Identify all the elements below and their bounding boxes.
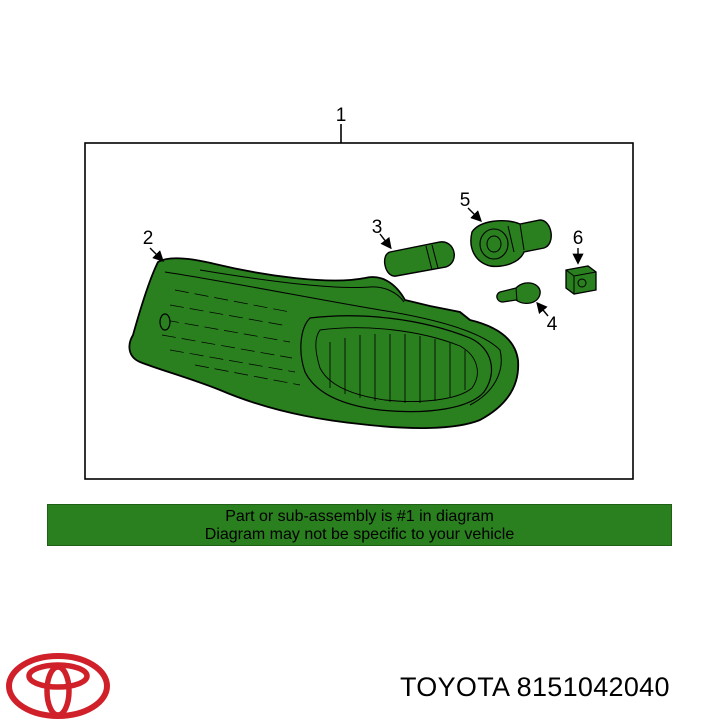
- callout-4-leader: [536, 301, 549, 317]
- bulb-small: [496, 282, 541, 305]
- banner-line-1: Part or sub-assembly is #1 in diagram: [225, 508, 494, 525]
- bulb-socket: [470, 219, 552, 268]
- turn-signal-lamp-housing: [128, 257, 520, 429]
- callout-3-leader: [379, 233, 392, 250]
- callout-2-leader: [149, 247, 164, 262]
- toyota-logo-icon: [6, 653, 110, 719]
- callout-5-leader: [467, 207, 482, 222]
- callout-4: 4: [547, 314, 558, 335]
- banner-line-2: Diagram may not be specific to your vehi…: [204, 526, 515, 543]
- callout-2: 2: [143, 228, 154, 249]
- callout-5: 5: [460, 190, 471, 211]
- callout-6: 6: [573, 228, 584, 249]
- retainer-clip: [565, 265, 597, 295]
- bulb-large: [383, 241, 455, 277]
- callout-1: 1: [336, 105, 347, 126]
- part-number-label: TOYOTA 8151042040: [400, 672, 670, 702]
- callout-3: 3: [372, 217, 383, 238]
- diagram-notice-banner: Part or sub-assembly is #1 in diagram Di…: [47, 504, 672, 546]
